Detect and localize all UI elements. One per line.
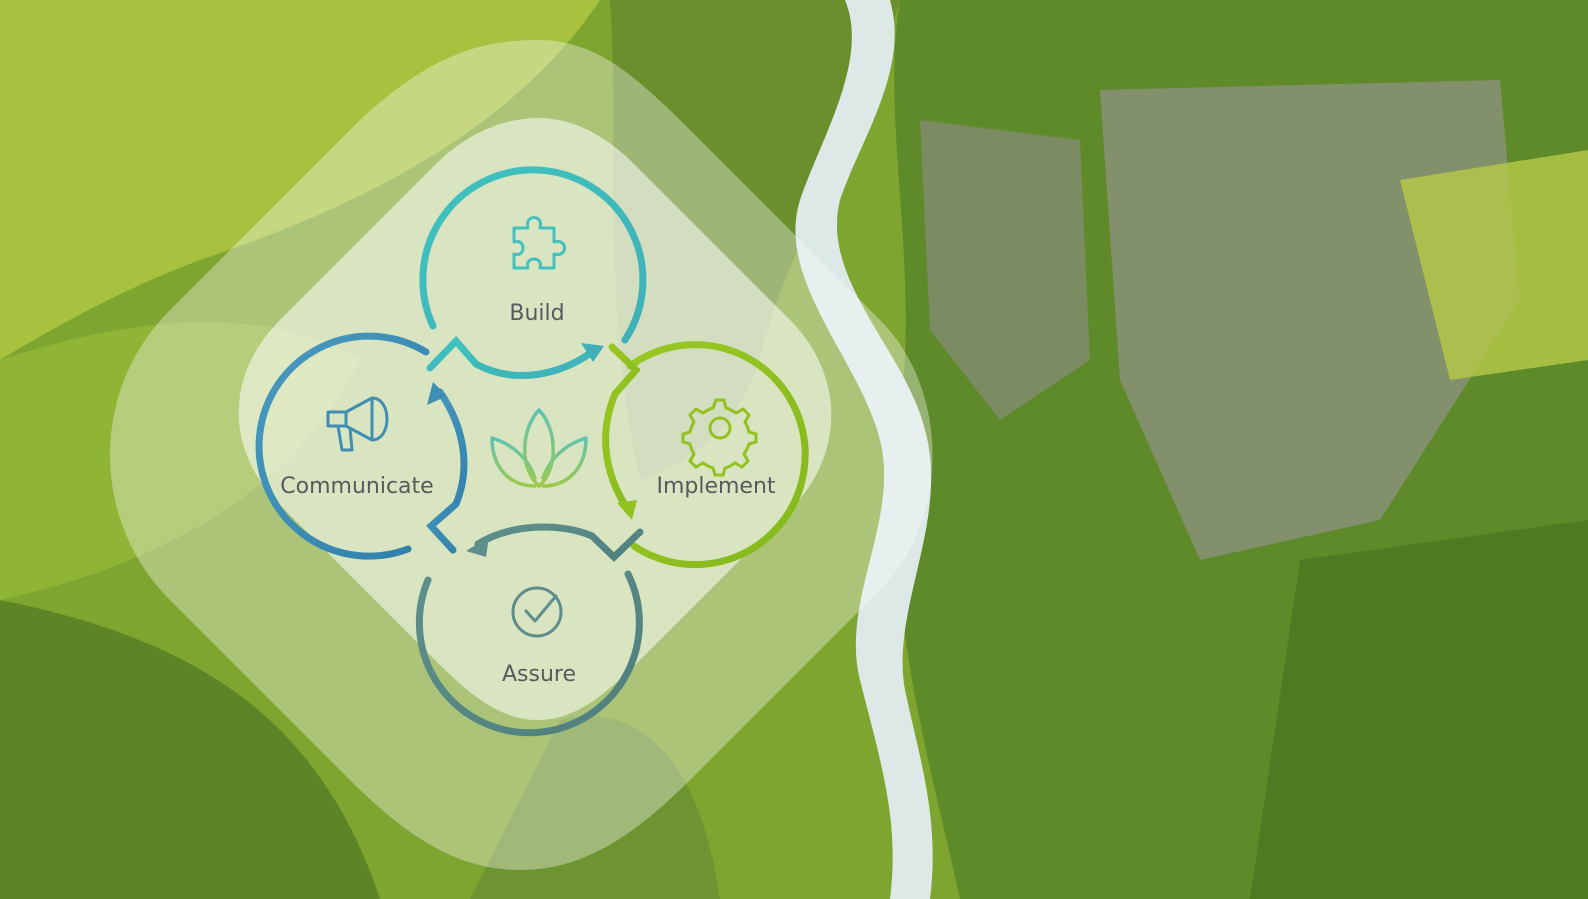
cycle-rings (255, 166, 809, 737)
implement-arrow-shaft (602, 343, 641, 514)
build-arrowhead-icon (581, 343, 604, 362)
build-ring (419, 166, 647, 344)
build-arrow-shaft (426, 335, 596, 379)
puzzle-piece-icon (512, 216, 566, 270)
communicate-arrow-shaft (426, 388, 468, 554)
assure-arrow-shaft (474, 523, 644, 562)
stage-label-communicate: Communicate (280, 474, 433, 499)
check-circle-icon (511, 586, 563, 638)
communicate-ring (255, 332, 430, 560)
stage-label-implement: Implement (656, 474, 775, 499)
sprout-leaves-icon (490, 408, 588, 508)
implement-arrowhead-icon (617, 500, 637, 520)
assure-arrowhead-icon (466, 537, 489, 557)
gear-icon (681, 398, 758, 477)
implement-ring (626, 341, 809, 569)
stage-label-build: Build (509, 301, 564, 326)
assure-ring (415, 570, 643, 737)
inner-diamond-panel (238, 118, 832, 720)
stage-label-assure: Assure (502, 662, 576, 687)
megaphone-icon (326, 396, 389, 452)
communicate-arrowhead-icon (427, 382, 447, 405)
cycle-arrowheads (427, 343, 637, 557)
